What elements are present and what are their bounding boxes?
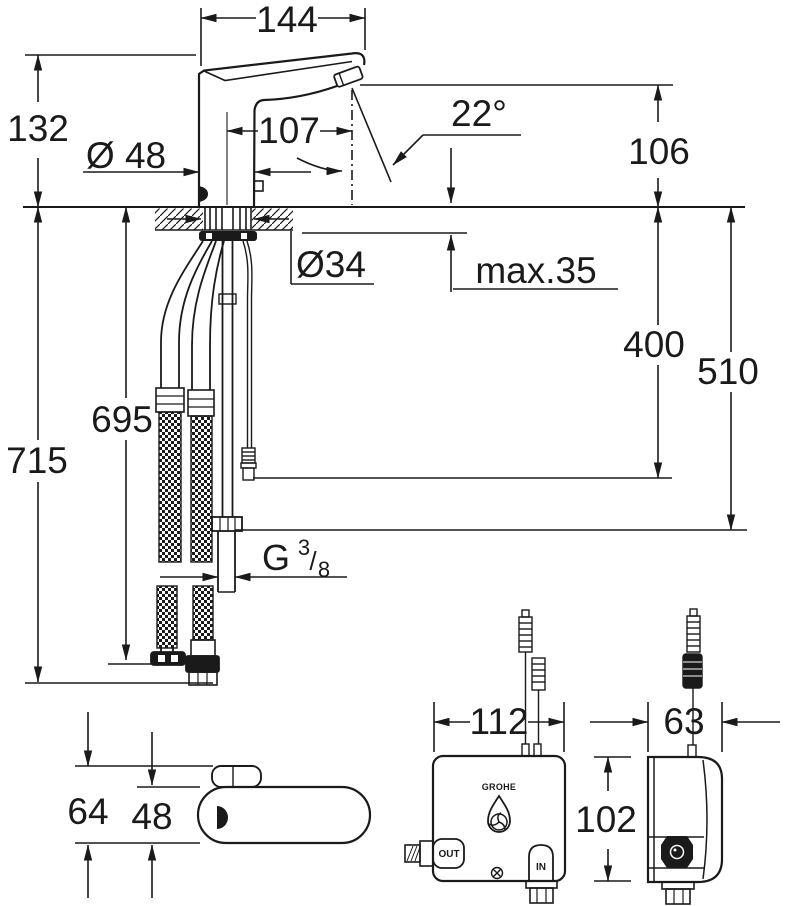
side-tab (253, 180, 264, 192)
dim-hose-b (25, 206, 213, 684)
faucet-top-view (75, 712, 372, 898)
sensor-cable-plugs (518, 609, 546, 744)
dim-max-deck (302, 232, 618, 292)
dimension-labels: 144 132 Ø 48 107 22° 106 Ø34 max.35 400 … (6, 0, 759, 840)
label-valve-drop: 510 (697, 351, 759, 392)
out-port: OUT (404, 838, 465, 869)
in-port: IN (525, 844, 558, 904)
cable-connector (240, 447, 257, 481)
stream-line (351, 87, 392, 183)
label-thread-num: 3 (298, 535, 310, 560)
countertop-section (23, 206, 745, 241)
water-drop-icon (487, 794, 511, 833)
label-box-width: 112 (470, 701, 529, 742)
braided-hose-a (158, 411, 182, 563)
dim-hose-a (108, 206, 153, 665)
hose-nut-fitting (185, 655, 220, 673)
label-thread-den: 8 (318, 557, 330, 582)
dim-box-depth (590, 702, 780, 752)
dim-top-view (75, 712, 213, 898)
label-outlet-height: 106 (628, 131, 690, 172)
dim-valve-drop (235, 206, 747, 531)
label-stream-angle: 22° (451, 93, 507, 134)
dim-hole-diameter (290, 231, 374, 285)
stream-angle-lines (296, 87, 456, 205)
dim-box-height (594, 756, 631, 882)
hex-connector-icon (661, 836, 693, 868)
control-box-front-view: GROHE OUT IN (404, 609, 567, 904)
label-hose-b: 715 (6, 440, 68, 481)
sensor-window-icon (199, 186, 208, 202)
in-label: IN (536, 862, 546, 873)
supply-hoses (150, 240, 257, 686)
out-label: OUT (438, 849, 459, 860)
union-nut (211, 516, 243, 532)
dim-outlet-height (360, 84, 673, 208)
label-overall-length: 144 (256, 0, 318, 40)
label-box-height: 102 (575, 799, 637, 840)
side-cable-plugs (682, 608, 703, 745)
sensor-window-top-icon (217, 806, 229, 829)
phillips-screw-icon (490, 866, 504, 880)
label-box-depth: 63 (663, 701, 704, 742)
dimension-lines (25, 8, 747, 684)
label-max-deck: max.35 (475, 250, 596, 291)
dim-overall-length (200, 8, 366, 66)
label-thread-slash: / (309, 546, 317, 576)
dim-body-height (25, 54, 196, 208)
braided-hose-b (190, 415, 213, 563)
dim-box-width (433, 702, 565, 752)
label-hose-a: 695 (91, 399, 153, 440)
angle-leader (392, 134, 521, 166)
dim-cable-drop (253, 206, 672, 479)
grohe-logo: GROHE (482, 782, 517, 792)
bottom-connector (661, 881, 695, 905)
label-hole-diameter: Ø34 (296, 244, 366, 285)
label-base-diameter: Ø 48 (86, 135, 166, 176)
elbow-fitting (150, 651, 186, 666)
label-thread-g: G (262, 537, 290, 578)
angle-arc (296, 157, 343, 176)
label-body-height: 132 (7, 108, 69, 149)
label-cable-drop: 400 (623, 324, 685, 365)
shank-thread-lines (204, 208, 252, 230)
label-top-view-width: 48 (131, 796, 172, 837)
label-spout-reach: 107 (258, 110, 320, 151)
label-top-view-height: 64 (67, 791, 108, 832)
spout-nub (211, 765, 262, 788)
control-box-side-view (590, 608, 780, 905)
